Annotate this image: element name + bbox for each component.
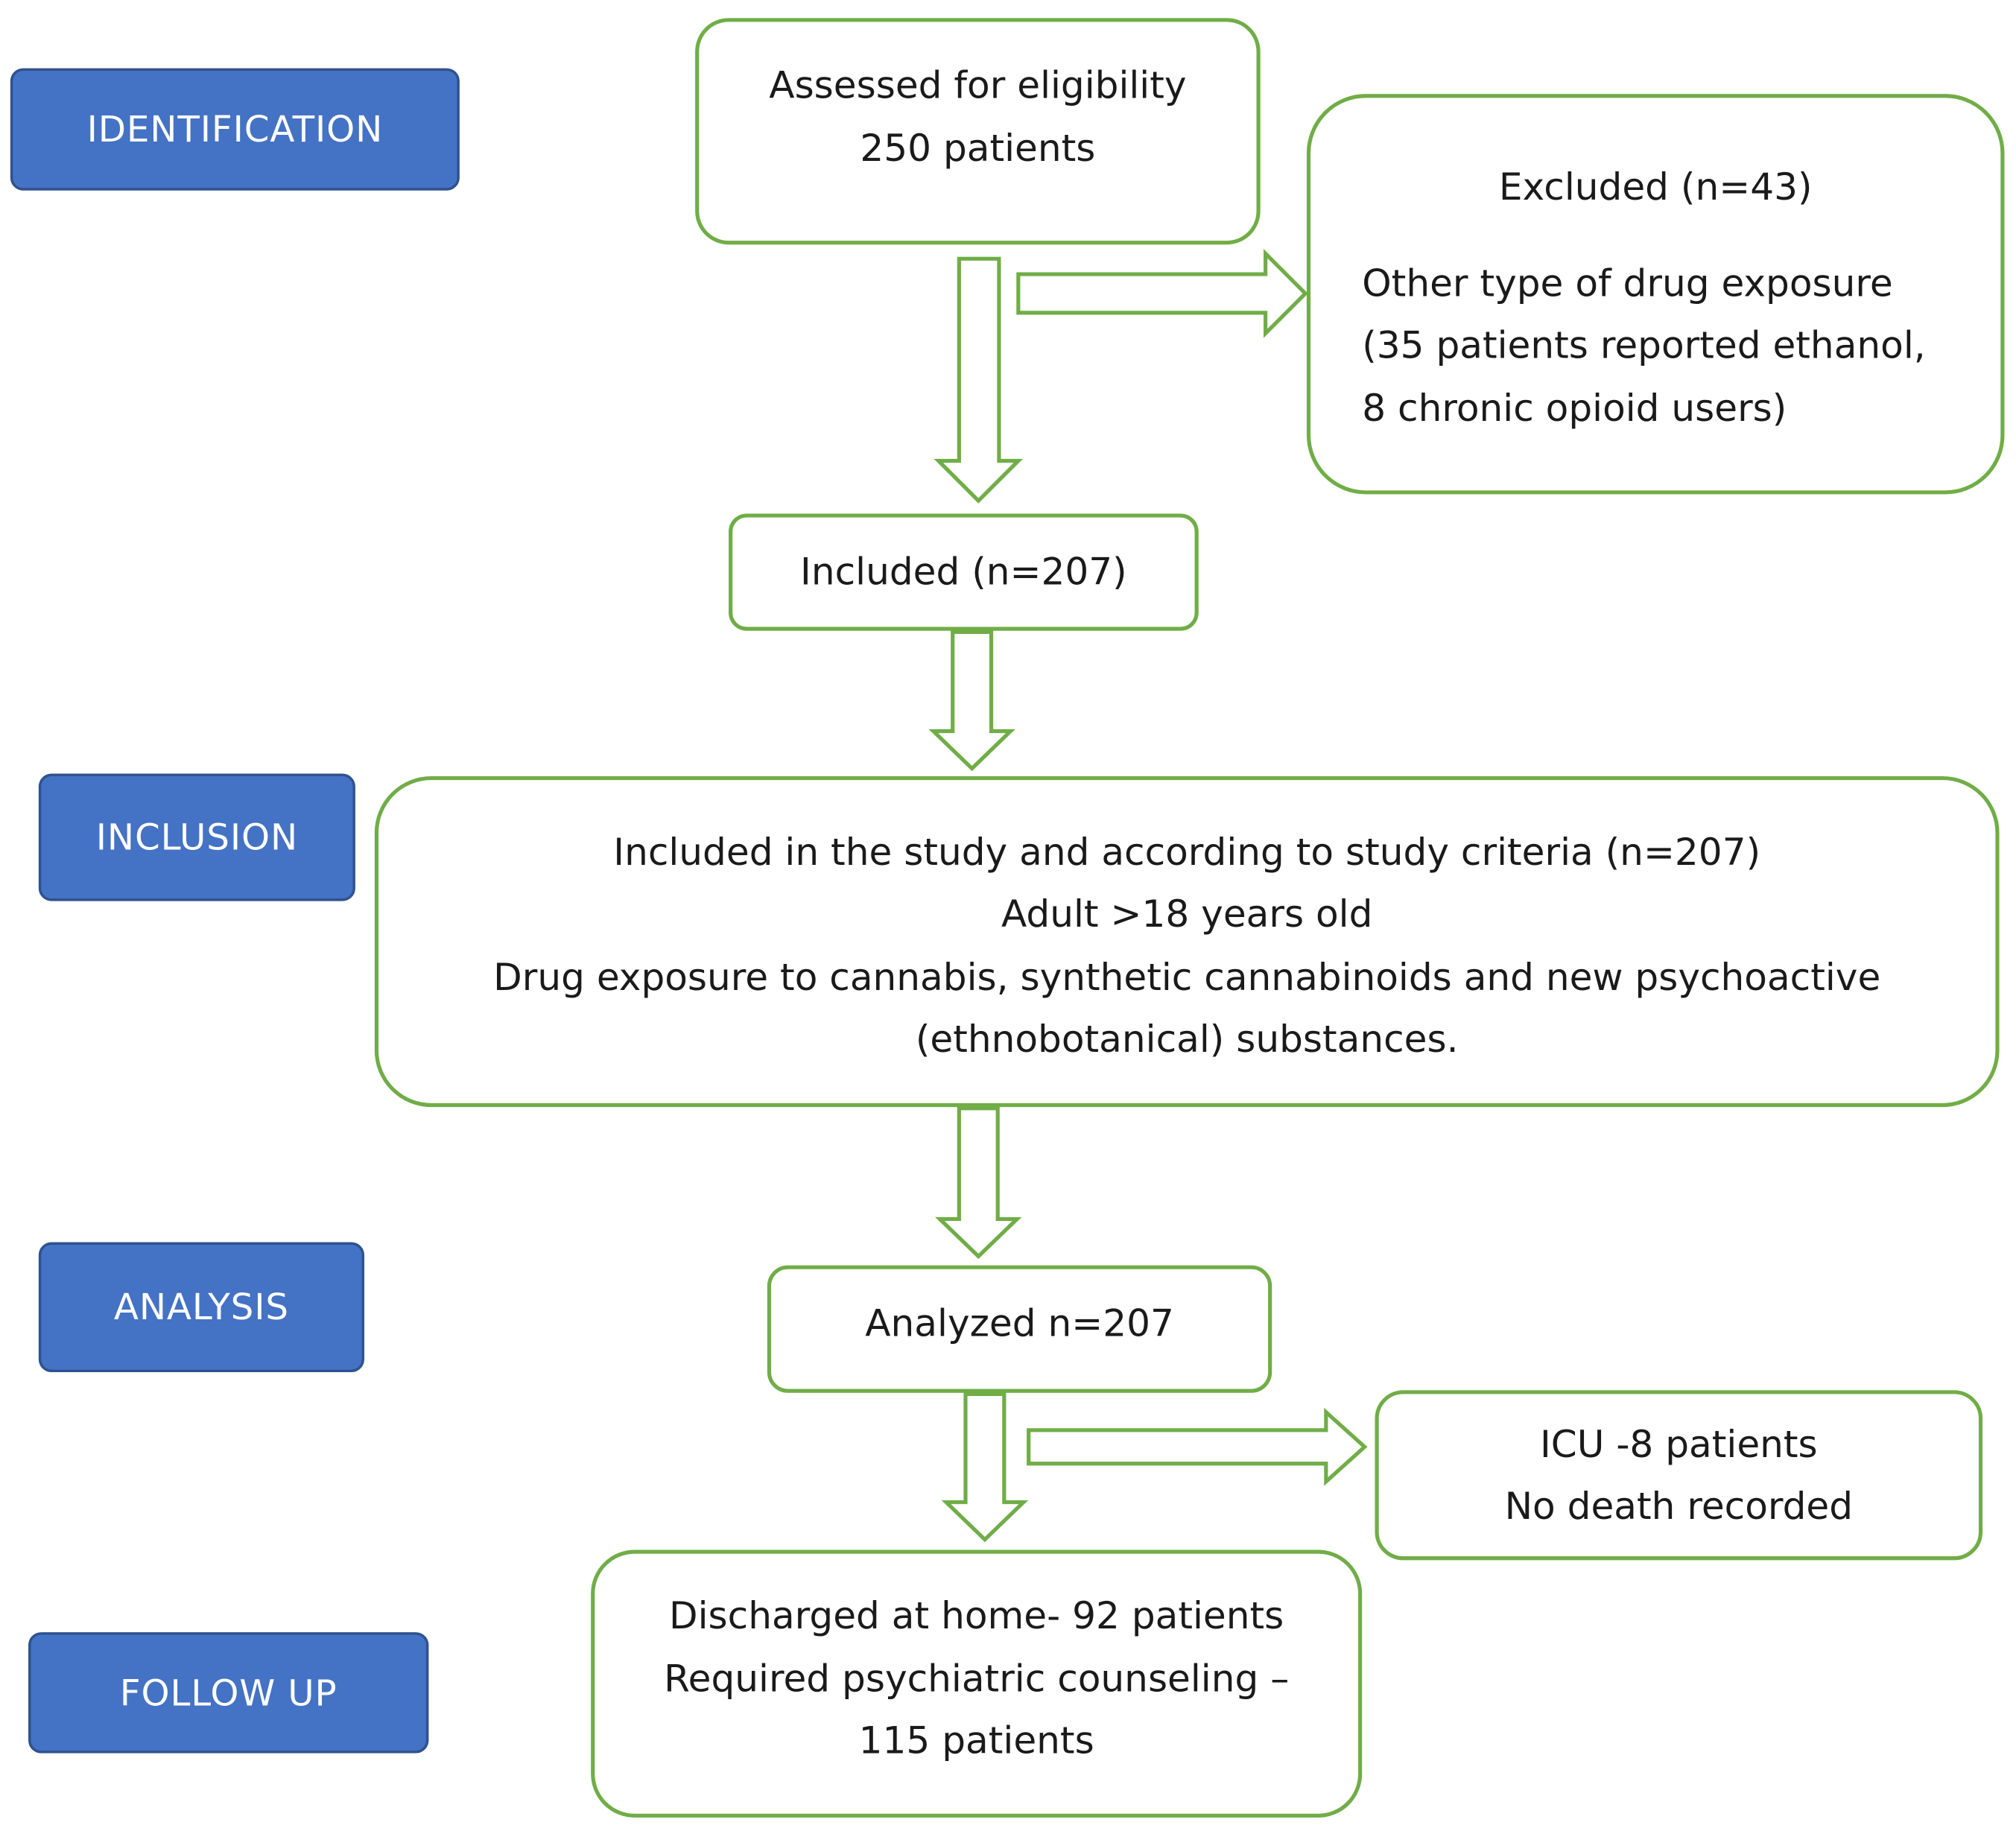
stage-identification: IDENTIFICATION bbox=[10, 68, 460, 191]
excluded-box: Excluded (n=43) Other type of drug expos… bbox=[1306, 94, 2005, 495]
assessed-box: Assessed for eligibility 250 patients bbox=[695, 18, 1261, 245]
arrow-right-to-icu bbox=[1027, 1407, 1368, 1486]
excluded-line-3: 8 chronic opioid users) bbox=[1362, 385, 1787, 430]
excluded-line-2: (35 patients reported ethanol, bbox=[1362, 323, 1926, 367]
arrow-down-criteria-to-analyzed bbox=[935, 1106, 1022, 1260]
included-line-1: Included (n=207) bbox=[800, 550, 1127, 594]
stage-inclusion: INCLUSION bbox=[38, 773, 355, 901]
excluded-title: Excluded (n=43) bbox=[1498, 165, 1813, 209]
discharged-box: Discharged at home- 92 patients Required… bbox=[591, 1549, 1363, 1818]
icu-line-2: No death recorded bbox=[1504, 1484, 1854, 1529]
criteria-line-1: Included in the study and according to s… bbox=[613, 829, 1761, 874]
arrow-right-to-excluded bbox=[1016, 249, 1308, 338]
stage-analysis: ANALYSIS bbox=[38, 1242, 365, 1373]
included-box: Included (n=207) bbox=[729, 513, 1199, 631]
excluded-line-1: Other type of drug exposure bbox=[1362, 260, 1893, 305]
assessed-line-1: Assessed for eligibility bbox=[769, 63, 1187, 107]
criteria-line-3: Drug exposure to cannabis, synthetic can… bbox=[493, 954, 1881, 999]
icu-box: ICU -8 patients No death recorded bbox=[1375, 1390, 1983, 1561]
stage-follow-up: FOLLOW UP bbox=[28, 1632, 429, 1754]
arrow-down-assessed-to-included bbox=[933, 256, 1024, 504]
analyzed-box: Analyzed n=207 bbox=[767, 1265, 1272, 1393]
analyzed-line-1: Analyzed n=207 bbox=[865, 1301, 1174, 1345]
discharged-line-1: Discharged at home- 92 patients bbox=[669, 1593, 1284, 1638]
arrow-down-analyzed-to-discharged bbox=[941, 1392, 1029, 1543]
discharged-line-3: 115 patients bbox=[858, 1718, 1094, 1763]
icu-line-1: ICU -8 patients bbox=[1539, 1421, 1818, 1466]
discharged-line-2: Required psychiatric counseling – bbox=[664, 1656, 1290, 1700]
assessed-line-2: 250 patients bbox=[860, 125, 1096, 170]
criteria-line-4: (ethnobotanical) substances. bbox=[915, 1017, 1459, 1061]
criteria-line-2: Adult >18 years old bbox=[1001, 892, 1373, 936]
arrow-down-included-to-criteria bbox=[928, 629, 1015, 772]
criteria-box: Included in the study and according to s… bbox=[374, 775, 2000, 1108]
